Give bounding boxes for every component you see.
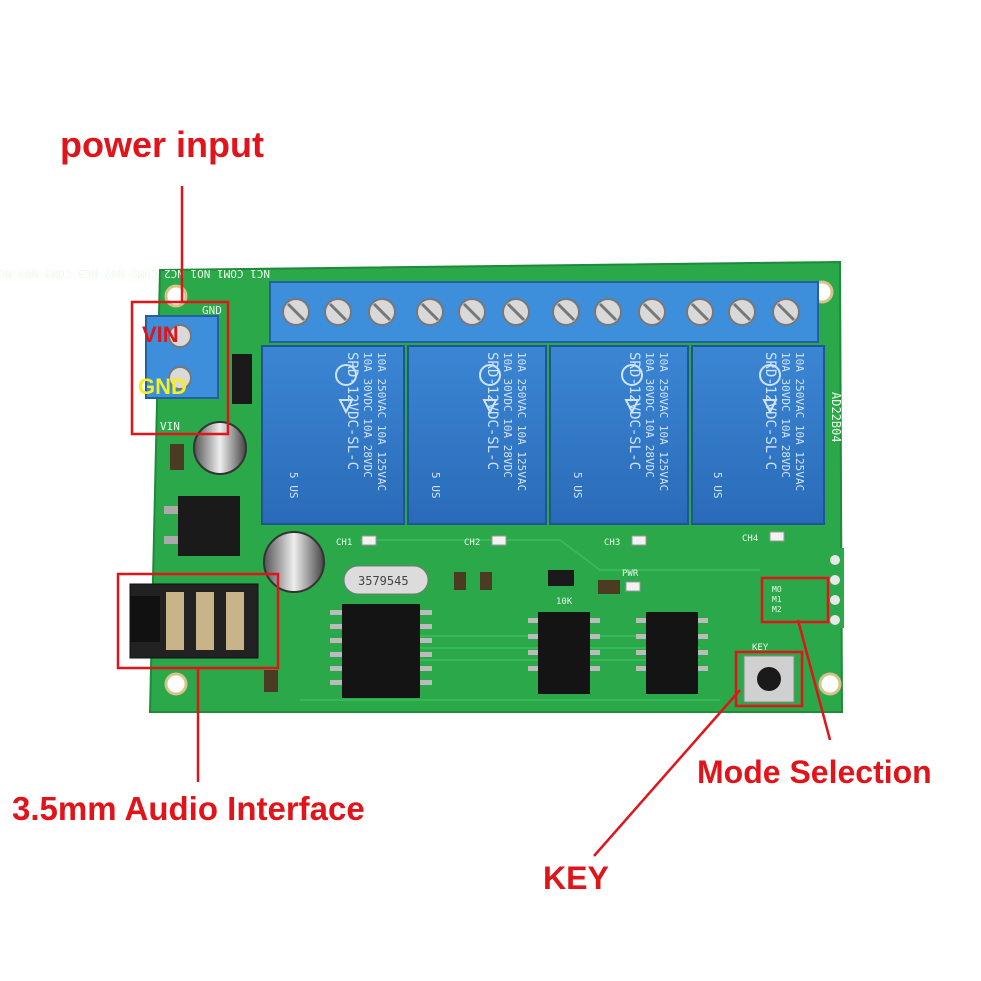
- vin-label: VIN: [142, 322, 179, 347]
- relay-logos: [335, 364, 781, 415]
- diode: [232, 354, 252, 404]
- relay-4-line1: 10A 250VAC 10A 125VAC: [793, 352, 806, 491]
- resistor-10k-label: 10K: [556, 597, 573, 607]
- relay-3: [549, 345, 689, 525]
- relay-2-line2: 10A 30VDC 10A 28VDC: [501, 352, 514, 478]
- smd-component: [264, 670, 278, 692]
- relay-3-line1: 10A 250VAC 10A 125VAC: [657, 352, 670, 491]
- gnd-label: GND: [138, 374, 187, 399]
- smd-capacitor: [170, 444, 184, 470]
- relay-3-line3: SRD-12VDC-SL-C: [626, 352, 642, 470]
- relay-4-mark: 5 US: [711, 472, 724, 499]
- ic-chip-2: [538, 612, 590, 694]
- mode-label-m1: M1: [772, 595, 782, 604]
- key-silk: KEY: [752, 643, 769, 653]
- channel-leds: [361, 531, 785, 546]
- relay-1-line2: 10A 30VDC 10A 28VDC: [361, 352, 374, 478]
- relay-4: [691, 345, 825, 525]
- ch3-silk: CH3: [604, 538, 620, 548]
- ic-decoder: [342, 604, 420, 698]
- power-input-callout: power input: [60, 124, 264, 165]
- mode-label-m2: M2: [772, 605, 782, 614]
- relay-3-mark: 5 US: [571, 472, 584, 499]
- ch2-silk: CH2: [464, 538, 480, 548]
- mode-jumper-header: [826, 548, 844, 628]
- gnd-silk: GND: [202, 304, 222, 317]
- key-highlight: [734, 650, 804, 708]
- voltage-regulator: [178, 496, 240, 556]
- smd-component: [598, 580, 620, 594]
- power-input-highlight: [130, 300, 230, 436]
- relay-1-line1: 10A 250VAC 10A 125VAC: [375, 352, 388, 491]
- relay-2-line3: SRD-12VDC-SL-C: [484, 352, 500, 470]
- relay-2-mark: 5 US: [429, 472, 442, 499]
- ch1-silk: CH1: [336, 538, 352, 548]
- electrolytic-capacitor: [193, 421, 247, 475]
- relay-3-line2: 10A 30VDC 10A 28VDC: [643, 352, 656, 478]
- crystal-oscillator: [343, 565, 429, 595]
- terminal-labels-silk: NC1 COM1 NO1 NC2 COM2 NO2 NC3 COM3 NO3 N…: [0, 267, 270, 280]
- leader-lines: [180, 186, 832, 857]
- pwr-silk: PWR: [622, 569, 639, 579]
- relay-2: [407, 345, 547, 525]
- pwr-led: [625, 581, 641, 592]
- electrolytic-capacitor: [263, 531, 325, 593]
- relay-1: [261, 345, 405, 525]
- relay-4-line2: 10A 30VDC 10A 28VDC: [779, 352, 792, 478]
- crystal-label: 3579545: [358, 574, 409, 588]
- key-button-cap: [757, 667, 781, 691]
- mode-selection-callout: Mode Selection: [697, 754, 932, 790]
- relay-2-line1: 10A 250VAC 10A 125VAC: [515, 352, 528, 491]
- smd-component: [454, 572, 466, 590]
- mode-selection-highlight: [760, 576, 830, 624]
- key-callout: KEY: [543, 860, 609, 896]
- mount-hole: [818, 672, 842, 696]
- resistor-10k: [548, 570, 574, 586]
- terminal-block-strip: [269, 281, 819, 343]
- mount-hole: [164, 672, 188, 696]
- mode-label-m0: MO: [772, 585, 782, 594]
- relay-1-line3: SRD-12VDC-SL-C: [344, 352, 360, 470]
- audio-interface-callout: 3.5mm Audio Interface: [12, 790, 365, 827]
- smd-component: [480, 572, 492, 590]
- relay-1-mark: 5 US: [287, 472, 300, 499]
- board-model-silk: AD22B04: [829, 392, 843, 443]
- ch4-silk: CH4: [742, 534, 758, 544]
- vin-silk: VIN: [160, 420, 180, 433]
- ic-chip-3: [646, 612, 698, 694]
